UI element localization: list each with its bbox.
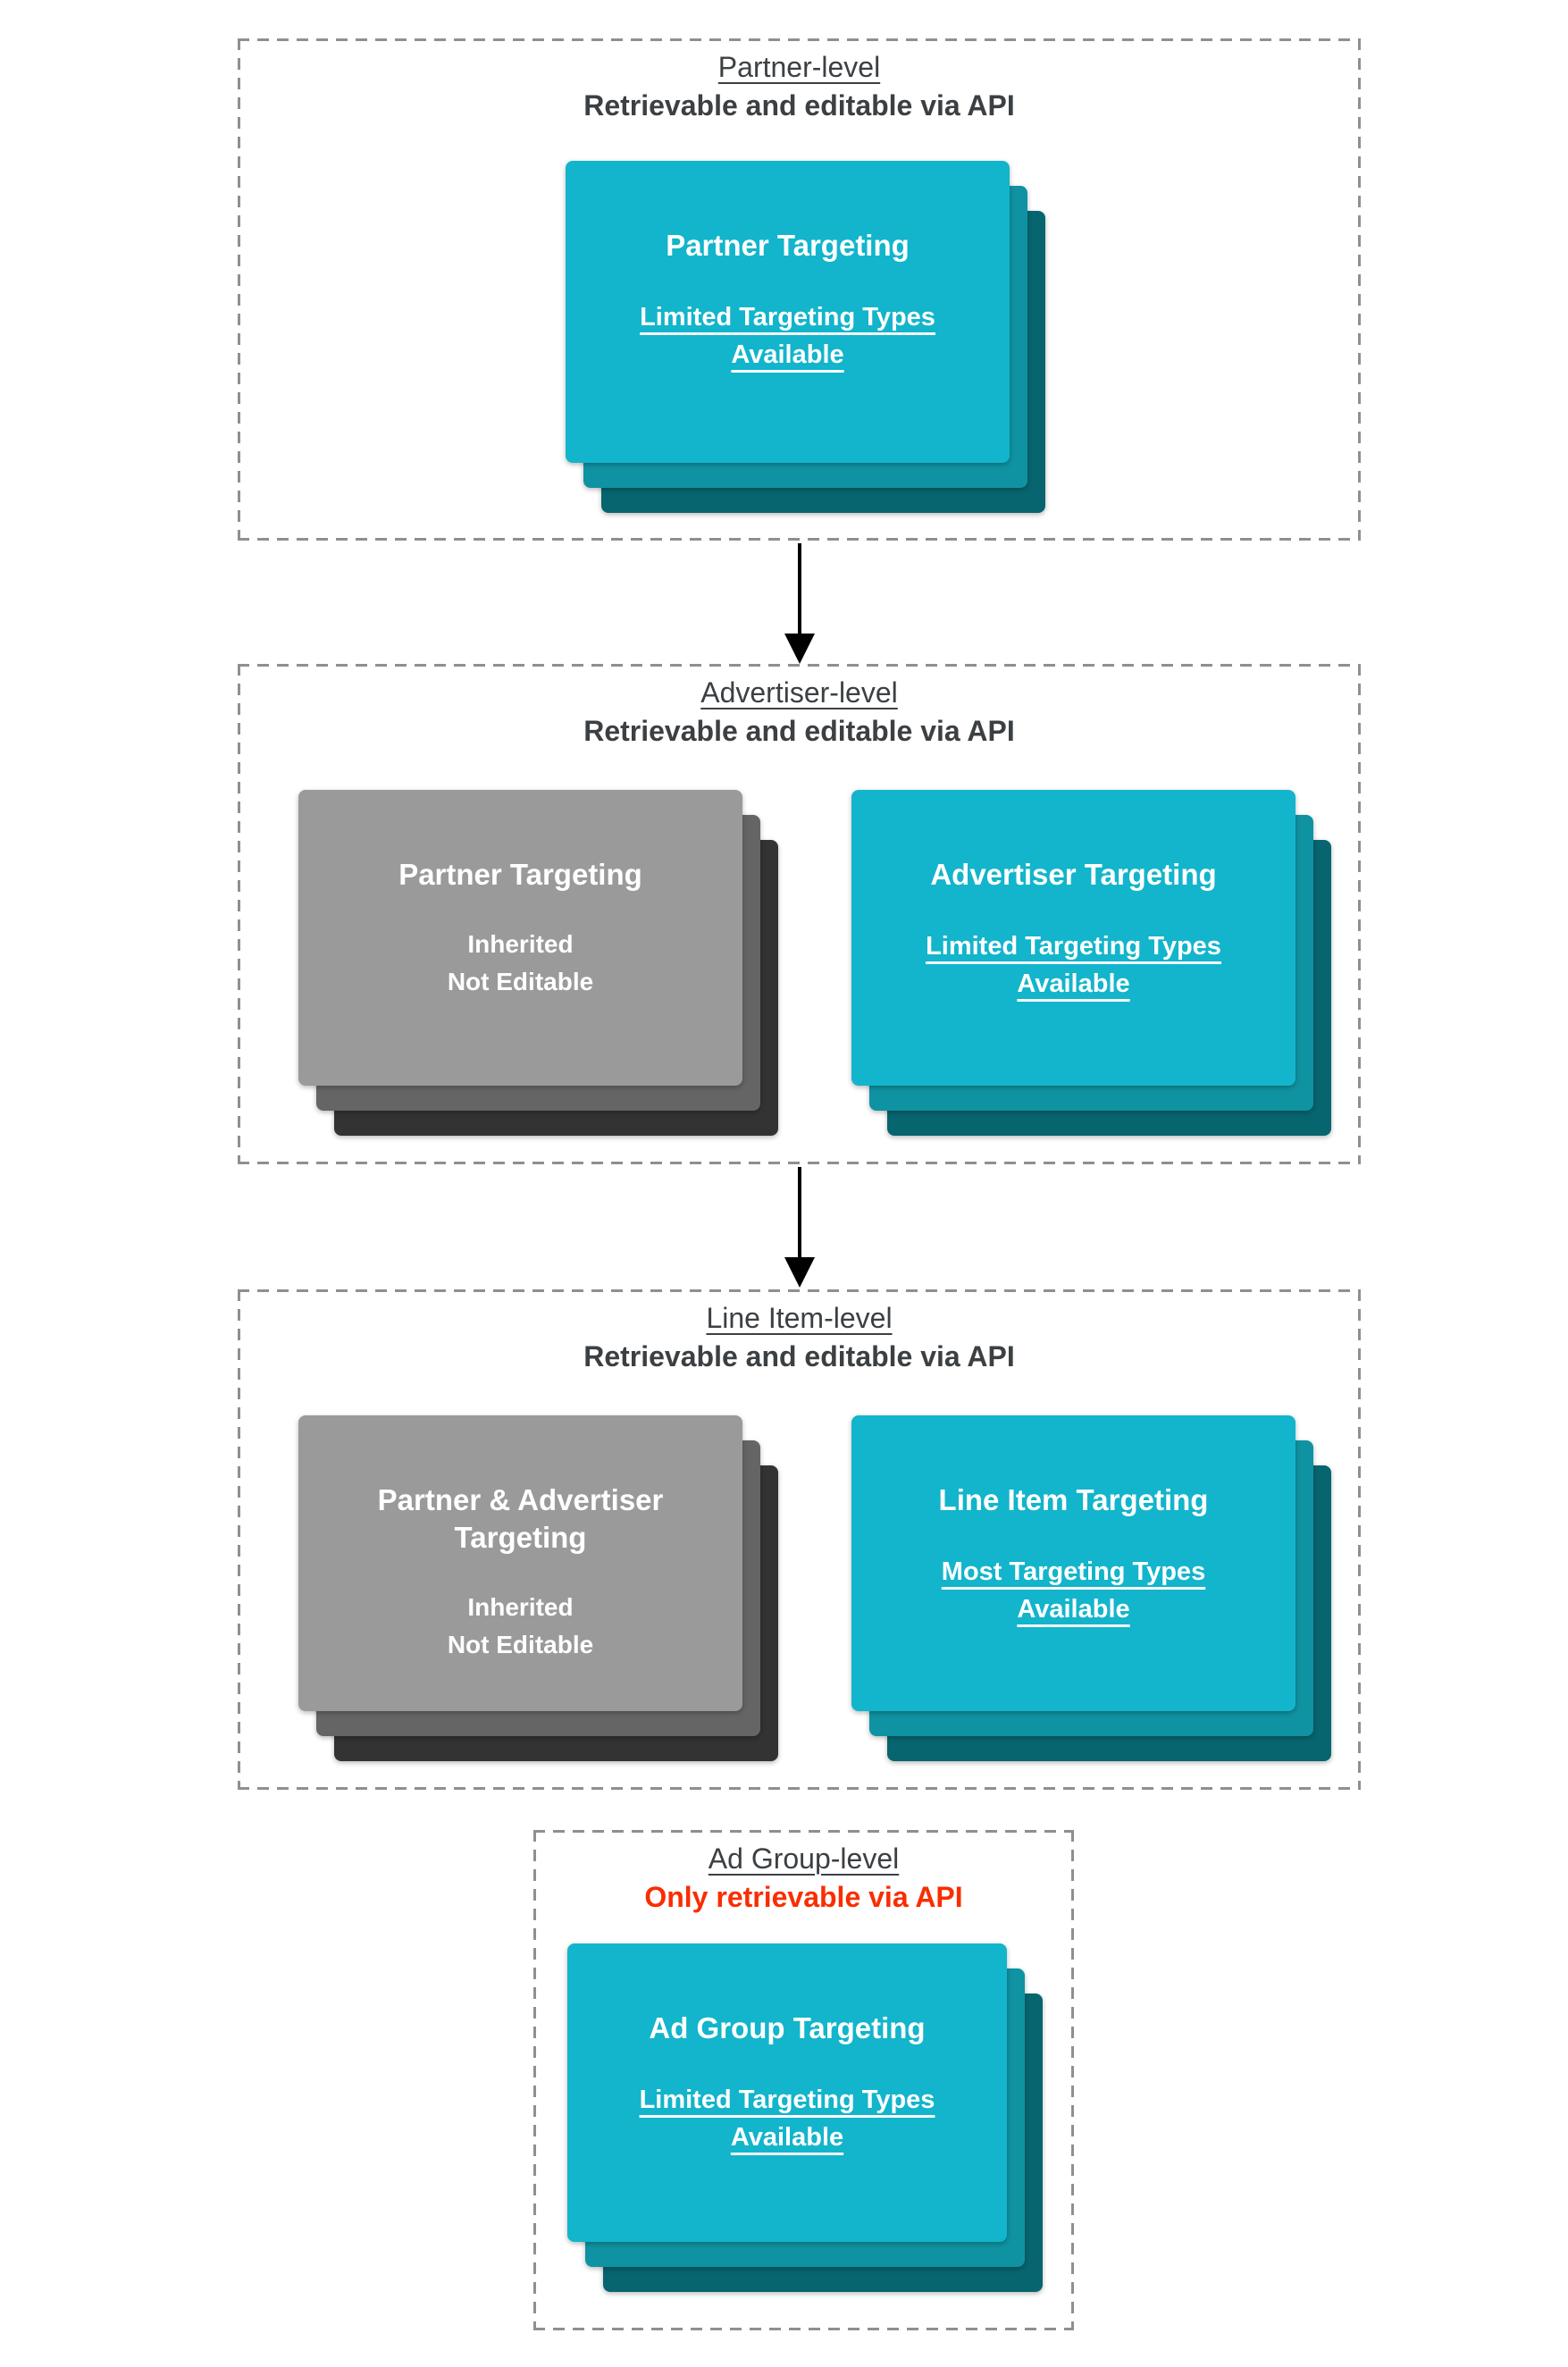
card-subtitle: Most Targeting Types Available [941,1557,1206,1624]
section-line-item-level: Line Item-level Retrievable and editable… [238,1289,1361,1790]
card-title: Ad Group Targeting [649,2011,926,2044]
arrow-shaft [798,1167,801,1257]
card-note: Inherited Not Editable [448,926,593,1001]
card-title: Partner Targeting [398,858,642,891]
card-title: Line Item Targeting [938,1483,1209,1516]
section-ad-group-level: Ad Group-level Only retrievable via API … [533,1830,1074,2330]
level-title: Ad Group-level [708,1842,900,1875]
level-subtitle: Retrievable and editable via API [583,1340,1015,1372]
level-title: Line Item-level [706,1302,893,1334]
card-title: Advertiser Targeting [930,858,1217,891]
advertiser-targeting-card: Advertiser Targeting Limited Targeting T… [851,790,1295,1086]
level-subtitle: Only retrievable via API [644,1881,963,1913]
arrow-down-icon [784,543,815,664]
level-subtitle: Retrievable and editable via API [583,89,1015,122]
card-note-line: Not Editable [447,1631,594,1658]
card-note-line: Inherited [467,930,574,958]
arrow-shaft [798,543,801,634]
partner-targeting-card: Partner Targeting Limited Targeting Type… [566,161,1010,463]
card-note-line: Not Editable [447,968,594,995]
partner-targeting-card-stack: Partner Targeting Limited Targeting Type… [566,161,1045,513]
ad-group-targeting-card-stack: Ad Group Targeting Limited Targeting Typ… [567,1943,1043,2292]
card-subtitle: Limited Targeting Types Available [639,2086,935,2152]
card-title: Partner & Advertiser Targeting [377,1483,664,1554]
inherited-partner-advertiser-targeting-card: Partner & Advertiser Targeting Inherited… [298,1415,742,1711]
advertiser-targeting-card-stack: Advertiser Targeting Limited Targeting T… [851,790,1331,1136]
card-note: Inherited Not Editable [448,1589,593,1664]
section-partner-level: Partner-level Retrievable and editable v… [238,38,1361,541]
card-subtitle: Limited Targeting Types Available [926,932,1221,998]
card-title: Partner Targeting [666,229,910,262]
line-item-targeting-card-stack: Line Item Targeting Most Targeting Types… [851,1415,1331,1761]
inherited-partner-targeting-card: Partner Targeting Inherited Not Editable [298,790,742,1086]
inherited-partner-advertiser-targeting-card-stack: Partner & Advertiser Targeting Inherited… [298,1415,778,1761]
card-subtitle: Limited Targeting Types Available [640,303,935,369]
ad-group-targeting-card: Ad Group Targeting Limited Targeting Typ… [567,1943,1007,2242]
level-subtitle: Retrievable and editable via API [583,715,1015,747]
inherited-partner-targeting-card-stack: Partner Targeting Inherited Not Editable [298,790,778,1136]
line-item-targeting-card: Line Item Targeting Most Targeting Types… [851,1415,1295,1711]
arrow-head [784,1257,815,1288]
section-advertiser-level: Advertiser-level Retrievable and editabl… [238,664,1361,1164]
card-note-line: Inherited [467,1593,574,1621]
arrow-down-icon [784,1167,815,1288]
arrow-head [784,634,815,664]
level-title: Advertiser-level [700,676,898,709]
level-title: Partner-level [717,51,881,83]
